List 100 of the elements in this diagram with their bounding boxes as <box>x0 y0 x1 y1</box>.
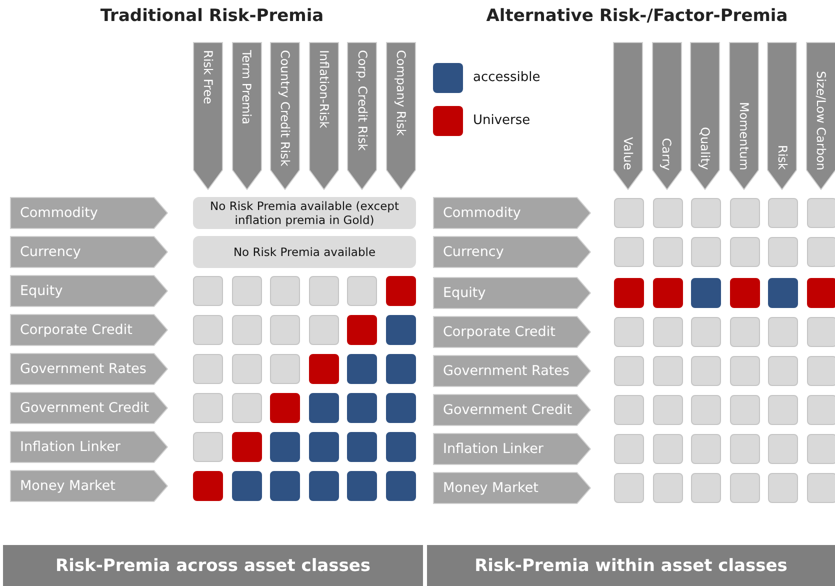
column-header: Risk <box>767 42 798 190</box>
matrix-cell <box>768 473 798 503</box>
column-header: Risk Free <box>193 42 223 190</box>
matrix-cell <box>730 237 760 267</box>
matrix-cell <box>652 473 683 503</box>
footer-banner: Risk-Premia across asset classes <box>3 545 423 586</box>
matrix-cell <box>232 471 262 501</box>
matrix-cell <box>807 237 835 267</box>
matrix-cell <box>193 276 223 306</box>
matrix-cell <box>614 473 644 503</box>
matrix-cell <box>614 434 644 464</box>
column-header: Country Credit Risk <box>270 42 300 190</box>
matrix-cell <box>614 278 644 308</box>
matrix-cell <box>614 237 644 267</box>
note-box: No Risk Premia available (except inflation premia in Gold) <box>193 197 416 229</box>
matrix-cell <box>270 471 300 501</box>
matrix-cell <box>768 237 798 267</box>
matrix-cell <box>807 434 835 464</box>
matrix-cell <box>232 354 262 384</box>
matrix-cell <box>768 434 798 464</box>
note-box: No Risk Premia available <box>193 236 416 268</box>
matrix-cell <box>308 393 339 423</box>
matrix-cell <box>768 198 798 228</box>
matrix-cell <box>652 278 683 308</box>
matrix-cell <box>730 198 760 228</box>
row-header: Corporate Credit <box>10 314 168 346</box>
matrix-cell <box>807 278 835 308</box>
matrix-cell <box>730 317 760 347</box>
matrix-cell <box>807 198 835 228</box>
matrix-cell <box>807 317 835 347</box>
legend-label: Universe <box>473 113 530 128</box>
matrix-cell <box>193 432 223 462</box>
column-header: Size/Low Carbon <box>806 42 835 190</box>
matrix-cell <box>691 237 722 267</box>
matrix-cell <box>691 395 722 425</box>
matrix-cell <box>347 393 378 423</box>
matrix-cell <box>652 237 683 267</box>
matrix-cell <box>193 393 223 423</box>
row-header: Inflation Linker <box>10 431 168 463</box>
matrix-cell <box>347 354 378 384</box>
matrix-cell <box>232 393 262 423</box>
matrix-cell <box>270 315 300 345</box>
column-header: Inflation-Risk <box>308 42 339 190</box>
matrix-cell <box>768 278 798 308</box>
matrix-cell <box>386 393 416 423</box>
row-header: Money Market <box>10 470 168 502</box>
matrix-cell <box>614 198 644 228</box>
row-header: Government Rates <box>10 353 168 385</box>
matrix-cell <box>308 354 339 384</box>
matrix-cell <box>270 393 300 423</box>
matrix-cell <box>652 356 683 386</box>
matrix-cell <box>386 432 416 462</box>
column-header: Carry <box>652 42 682 190</box>
matrix-cell <box>691 317 722 347</box>
row-header: Commodity <box>433 197 591 229</box>
matrix-cell <box>730 278 760 308</box>
matrix-cell <box>691 473 722 503</box>
matrix-cell <box>730 434 760 464</box>
section-heading: Alternative Risk-/Factor-Premia <box>485 6 789 26</box>
matrix-cell <box>270 276 300 306</box>
matrix-cell <box>270 354 300 384</box>
row-header: Government Credit <box>433 394 591 426</box>
column-header: Term Premia <box>232 42 262 190</box>
matrix-cell <box>614 356 644 386</box>
matrix-cell <box>768 317 798 347</box>
matrix-cell <box>614 317 644 347</box>
row-header: Currency <box>433 236 591 268</box>
row-header: Government Credit <box>10 392 168 424</box>
matrix-cell <box>270 432 300 462</box>
column-header: Corp. Credit Risk <box>347 42 378 190</box>
matrix-cell <box>193 471 223 501</box>
row-header: Government Rates <box>433 355 591 387</box>
matrix-cell <box>652 395 683 425</box>
matrix-cell <box>308 276 339 306</box>
matrix-cell <box>347 315 378 345</box>
matrix-cell <box>193 315 223 345</box>
matrix-cell <box>232 315 262 345</box>
matrix-cell <box>730 395 760 425</box>
row-header: Commodity <box>10 197 168 229</box>
matrix-cell <box>768 395 798 425</box>
matrix-cell <box>652 198 683 228</box>
matrix-cell <box>347 276 378 306</box>
matrix-cell <box>730 356 760 386</box>
column-header: Momentum <box>728 42 759 190</box>
row-header: Inflation Linker <box>433 433 591 465</box>
row-header: Equity <box>433 277 591 309</box>
matrix-cell <box>308 315 339 345</box>
matrix-cell <box>730 473 760 503</box>
matrix-cell <box>347 471 378 501</box>
column-header: Company Risk <box>386 42 416 190</box>
row-header: Equity <box>10 275 168 307</box>
matrix-cell <box>386 315 416 345</box>
matrix-cell <box>347 432 378 462</box>
matrix-cell <box>768 356 798 386</box>
matrix-cell <box>232 432 262 462</box>
matrix-cell <box>691 356 722 386</box>
matrix-cell <box>807 473 835 503</box>
matrix-cell <box>386 471 416 501</box>
matrix-cell <box>386 354 416 384</box>
column-header: Value <box>613 42 643 190</box>
